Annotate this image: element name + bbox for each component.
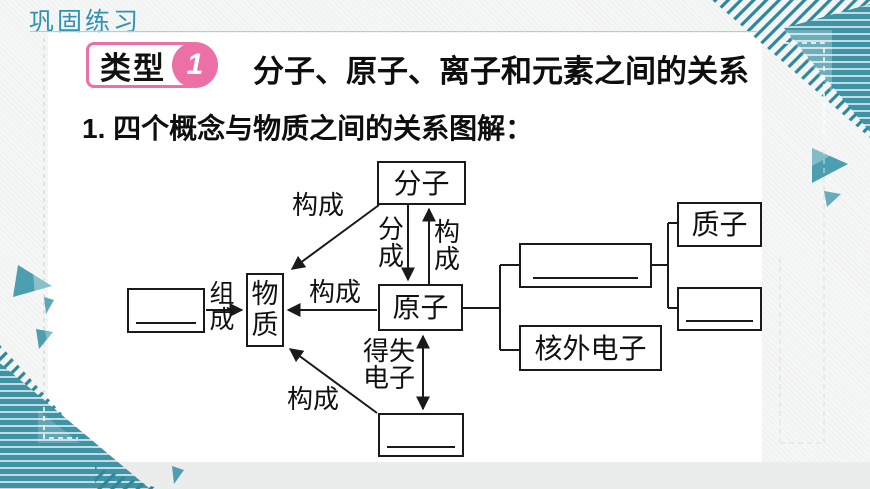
label-compose-molecule-substance: 构成 <box>292 191 345 221</box>
bracket-nucleus-parts <box>652 222 678 309</box>
box-outer-electrons: 核外电子 <box>519 325 662 371</box>
box-nucleus-blank <box>519 243 652 288</box>
label-split-into: 分成 <box>377 215 404 272</box>
dashed-guides-right <box>779 150 825 444</box>
blank-answer-line <box>135 322 197 324</box>
arrow-molecule-to-substance <box>290 204 380 270</box>
box-neutron-blank <box>677 287 762 331</box>
box-atom: 原子 <box>378 284 463 331</box>
box-substance: 物质 <box>246 273 284 347</box>
blank-answer-line <box>686 320 753 322</box>
type-badge-number: 1 <box>172 42 218 88</box>
blank-answer-line <box>387 446 455 448</box>
slide-title: 分子、原子、离子和元素之间的关系 <box>253 54 749 89</box>
arrow-ion-to-substance <box>288 348 378 414</box>
label-combine-element-substance: 组成 <box>209 279 235 334</box>
blank-answer-line <box>532 277 639 279</box>
section-heading: 1. 四个概念与物质之间的关系图解： <box>82 113 534 144</box>
type-badge-label: 类型 <box>100 50 166 86</box>
box-ion-blank <box>378 413 464 457</box>
label-compose-ion-substance: 构成 <box>287 385 340 415</box>
label-compose-atom-substance: 构成 <box>309 278 362 308</box>
box-element-blank <box>127 288 205 333</box>
header-divider <box>30 31 757 32</box>
box-proton: 质子 <box>677 202 762 247</box>
small-triangle-decoration <box>172 466 184 484</box>
label-compose-atom-molecule: 构成 <box>433 218 460 275</box>
bottom-left-triangle-decoration <box>0 345 160 489</box>
box-molecule: 分子 <box>377 161 466 205</box>
bracket-atom-parts <box>463 264 519 351</box>
label-gain-lose-electrons: 得失电子 <box>362 337 415 394</box>
top-right-triangle-decoration <box>712 0 870 207</box>
left-triangle-decoration <box>13 265 54 349</box>
